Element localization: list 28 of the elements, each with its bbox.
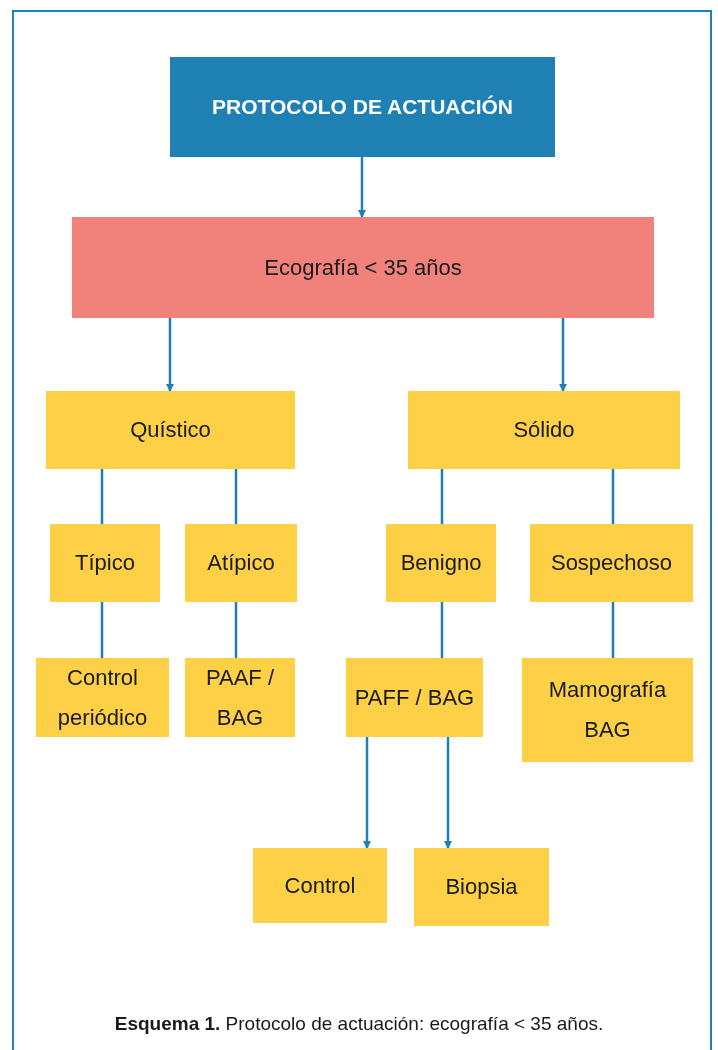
process-box: Biopsia [414, 848, 549, 926]
connector-line [100, 469, 104, 524]
arrow [358, 157, 366, 218]
process-box: Mamografía BAG [522, 658, 693, 762]
process-box: PAAF / BAG [185, 658, 295, 737]
arrow [166, 318, 174, 392]
connector-line [440, 602, 444, 658]
caption: Esquema 1. Protocolo de actuación: ecografía < 35 años. [113, 1012, 605, 1036]
connector-line [611, 469, 615, 524]
process-box: Sospechoso [530, 524, 693, 602]
process-box: Control [253, 848, 387, 923]
connector-line [234, 602, 238, 658]
title-box: PROTOCOLO DE ACTUACIÓN [170, 57, 555, 157]
arrow [444, 737, 452, 849]
process-box: Quístico [46, 391, 295, 469]
process-box: Sólido [408, 391, 680, 469]
process-box: Benigno [386, 524, 496, 602]
connector-line [100, 602, 104, 658]
connector-line [440, 469, 444, 524]
arrow [559, 318, 567, 392]
process-box: Típico [50, 524, 160, 602]
process-box: PAFF / BAG [346, 658, 483, 737]
process-box: Control periódico [36, 658, 169, 737]
connector-line [611, 602, 615, 658]
process-box: Ecografía < 35 años [72, 217, 654, 318]
connector-line [234, 469, 238, 524]
arrow [363, 737, 371, 849]
process-box: Atípico [185, 524, 297, 602]
